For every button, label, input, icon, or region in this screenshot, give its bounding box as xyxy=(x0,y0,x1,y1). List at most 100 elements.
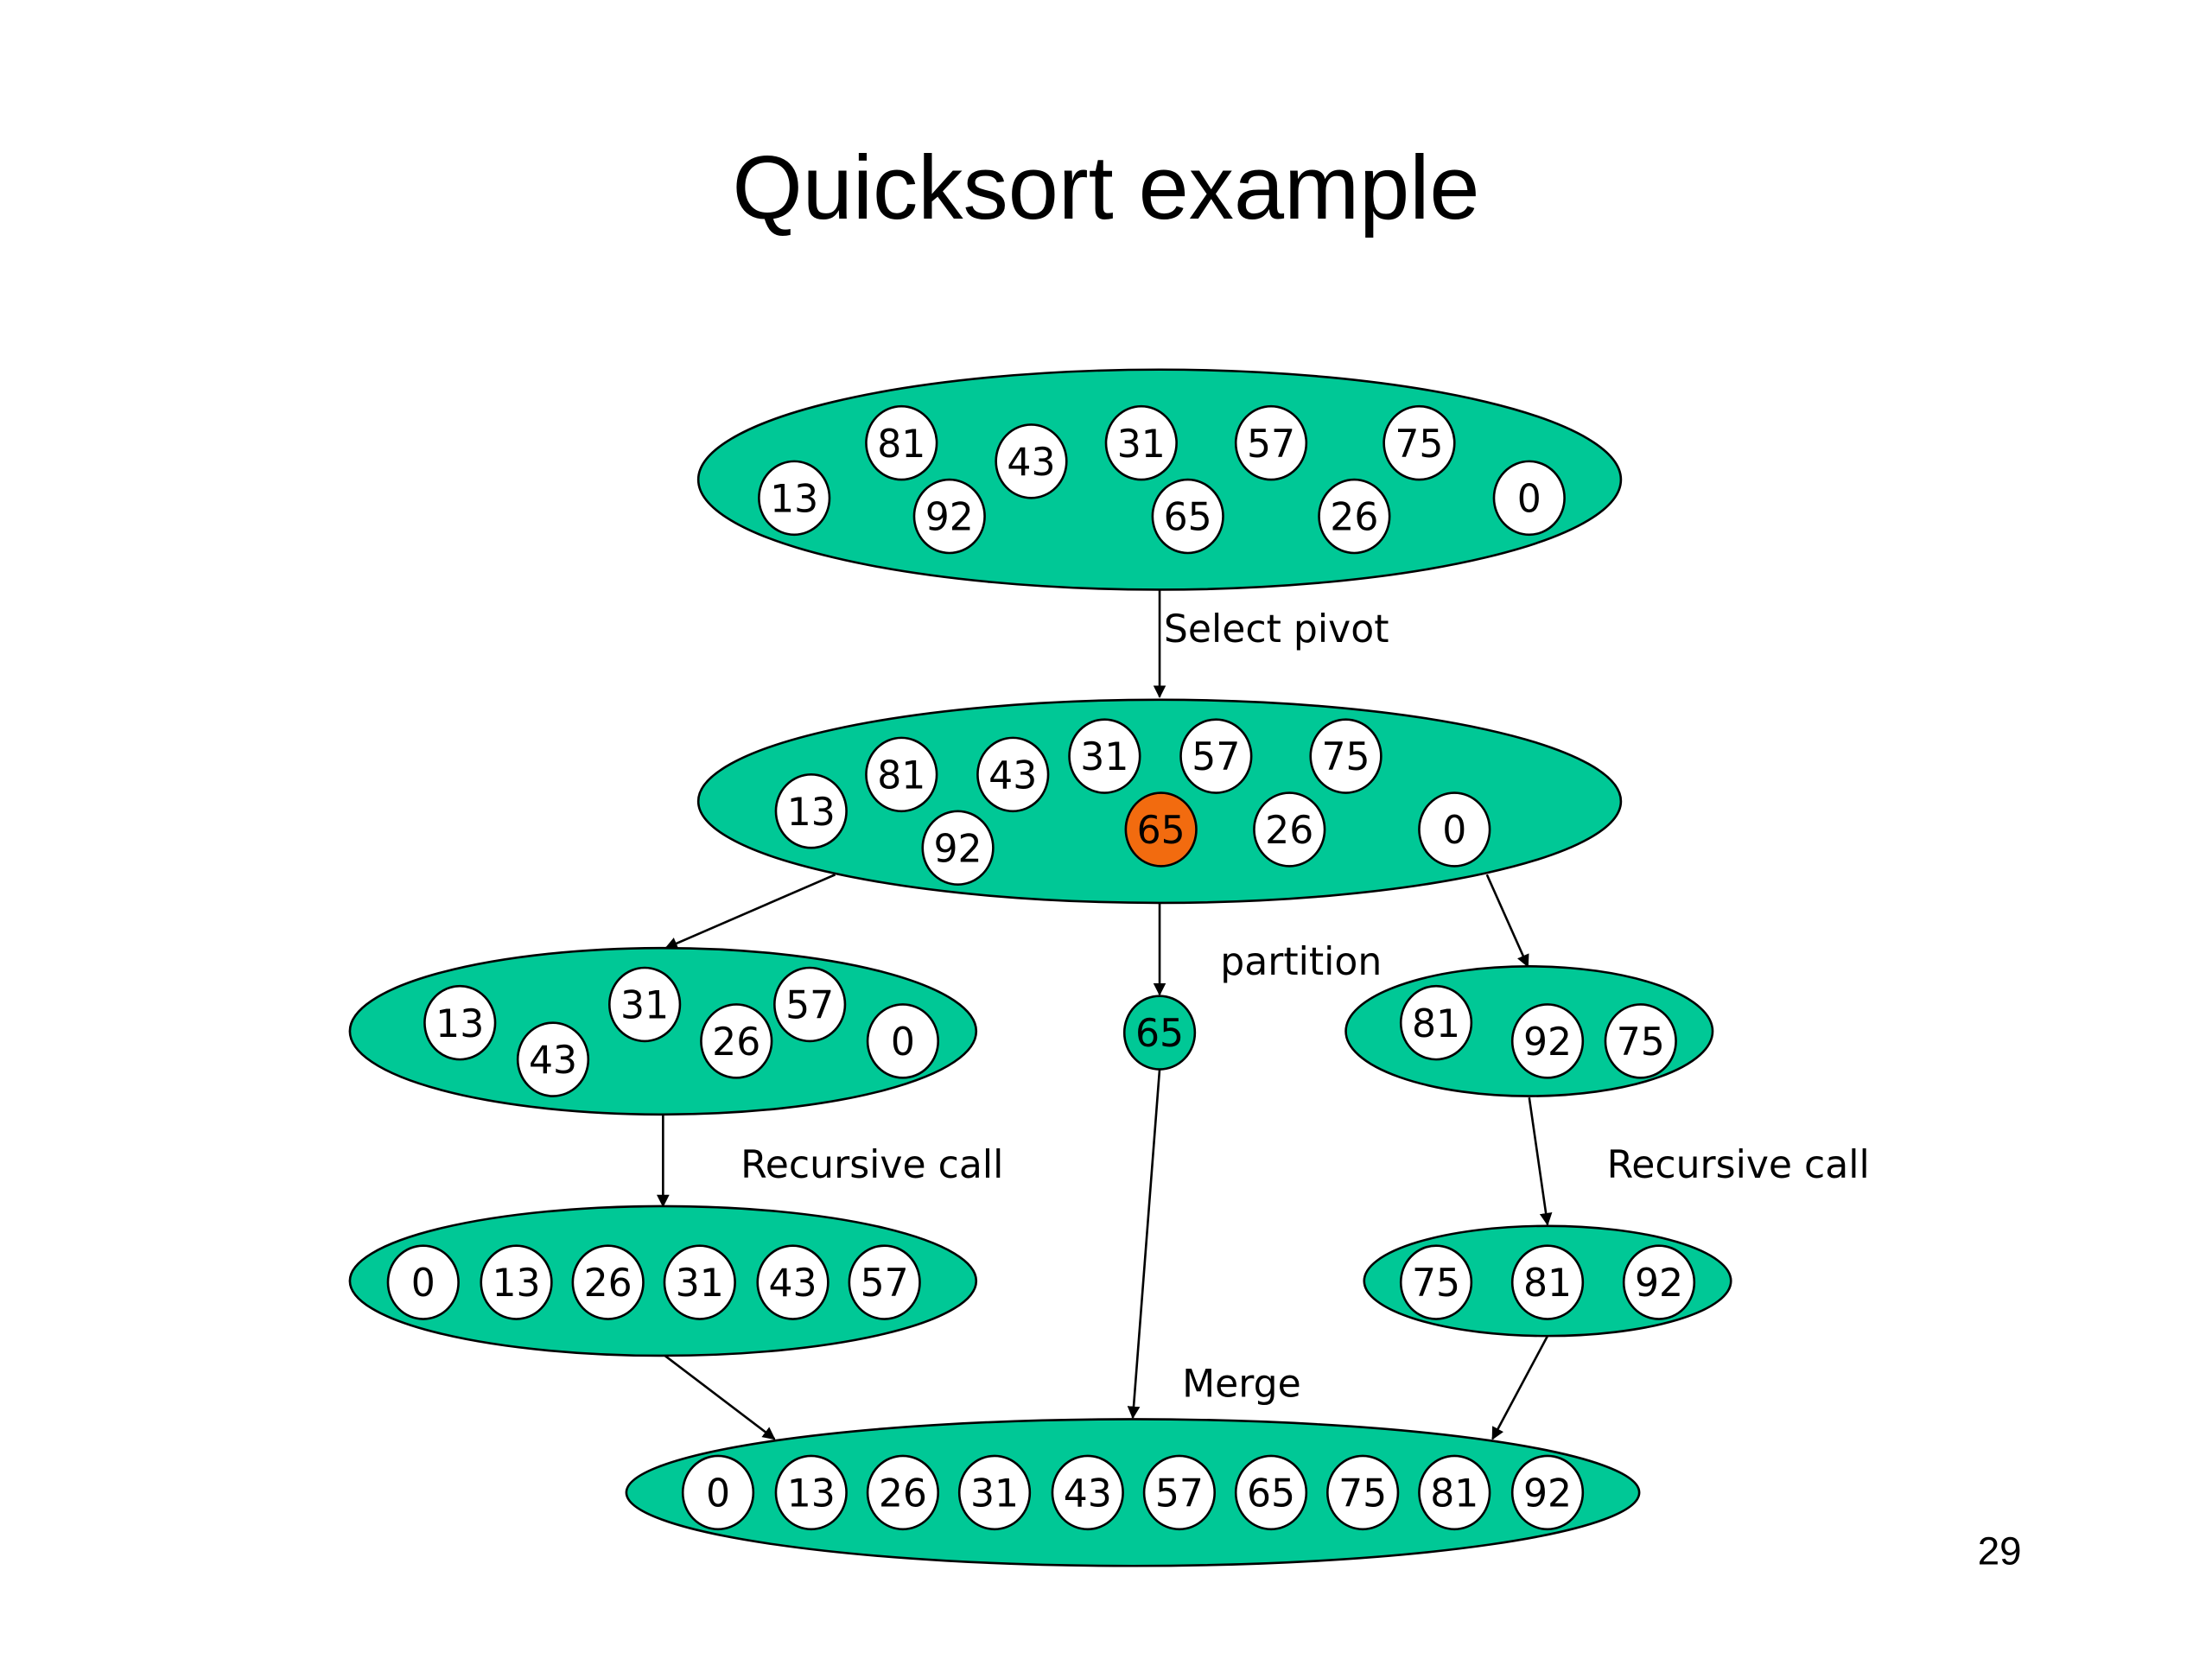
number-circle xyxy=(758,460,831,537)
label-select-pivot: Select pivot xyxy=(1164,607,1389,652)
node-pivot-partition: 65 xyxy=(1122,995,1197,1071)
number-label: 13 xyxy=(770,477,818,521)
number-circle xyxy=(1104,404,1178,481)
number-label: 92 xyxy=(1523,1471,1572,1516)
node-initial: 65 xyxy=(1151,478,1224,555)
number-circle xyxy=(866,1454,940,1531)
node-right-partition: 81 xyxy=(1399,984,1473,1061)
number-label: 0 xyxy=(1442,809,1466,853)
node-left-sorted: 26 xyxy=(571,1244,645,1320)
number-circle xyxy=(700,1003,773,1079)
number-circle xyxy=(1068,718,1141,794)
node-merged: 43 xyxy=(1051,1454,1124,1531)
number-label: 31 xyxy=(970,1471,1019,1516)
number-label: 81 xyxy=(1523,1262,1572,1306)
number-label: 65 xyxy=(1247,1471,1295,1516)
number-circle xyxy=(1492,460,1566,537)
number-circle xyxy=(1142,1454,1217,1531)
node-with-pivot: 43 xyxy=(976,736,1050,813)
node-left-partition: 43 xyxy=(516,1021,590,1097)
number-circle xyxy=(423,984,497,1061)
number-circle xyxy=(866,1003,940,1079)
number-circle xyxy=(865,404,938,481)
node-merged: 0 xyxy=(681,1454,755,1531)
node-with-pivot: 81 xyxy=(865,736,938,813)
node-merged: 26 xyxy=(866,1454,940,1531)
node-initial: 0 xyxy=(1492,460,1566,537)
number-circle xyxy=(1179,718,1253,794)
set-merged xyxy=(625,1418,1641,1567)
number-label: 31 xyxy=(1080,735,1128,779)
number-circle xyxy=(1234,404,1308,481)
number-label: 43 xyxy=(1064,1471,1112,1516)
number-circle xyxy=(386,1244,460,1320)
number-circle xyxy=(774,773,848,849)
node-left-sorted: 31 xyxy=(663,1244,736,1320)
number-circle xyxy=(1399,984,1473,1061)
label-partition: partition xyxy=(1220,940,1382,984)
number-circle xyxy=(1309,718,1382,794)
number-label: 31 xyxy=(1117,423,1166,467)
number-circle xyxy=(1510,1454,1585,1531)
number-label: 26 xyxy=(1265,809,1313,853)
number-label: 57 xyxy=(1155,1471,1204,1516)
number-circle xyxy=(1510,1244,1585,1320)
number-circle xyxy=(921,810,995,886)
number-circle xyxy=(995,423,1068,499)
number-label: 75 xyxy=(1617,1020,1665,1065)
edge-to-right-partition xyxy=(1485,874,1529,968)
node-left-partition: 0 xyxy=(866,1003,940,1079)
number-label: 81 xyxy=(877,753,925,798)
node-with-pivot: 92 xyxy=(921,810,995,886)
node-merged: 65 xyxy=(1234,1454,1308,1531)
number-label: 31 xyxy=(676,1262,724,1306)
node-merged: 92 xyxy=(1510,1454,1585,1531)
number-circle xyxy=(1318,478,1391,555)
edges xyxy=(657,589,1553,1440)
label-recursive-call-right: Recursive call xyxy=(1607,1143,1870,1187)
number-circle xyxy=(1151,478,1224,555)
number-circle xyxy=(663,1244,736,1320)
node-with-pivot: 31 xyxy=(1068,718,1141,794)
number-label: 65 xyxy=(1137,809,1185,853)
number-circle xyxy=(1418,1454,1491,1531)
node-initial: 26 xyxy=(1318,478,1391,555)
label-recursive-call-left: Recursive call xyxy=(741,1143,1003,1187)
node-initial: 31 xyxy=(1104,404,1178,481)
number-label: 13 xyxy=(493,1262,541,1306)
number-label: 0 xyxy=(891,1020,915,1065)
number-circle xyxy=(1399,1244,1473,1320)
number-circle xyxy=(681,1454,755,1531)
label-merge: Merge xyxy=(1182,1362,1301,1406)
number-label: 92 xyxy=(1635,1262,1683,1306)
number-circle xyxy=(957,1454,1032,1531)
number-label: 26 xyxy=(879,1471,927,1516)
number-label: 92 xyxy=(925,496,974,540)
page-number: 29 xyxy=(1978,1529,2022,1573)
number-label: 57 xyxy=(1247,423,1295,467)
number-label: 57 xyxy=(861,1262,909,1306)
node-right-sorted: 81 xyxy=(1510,1244,1585,1320)
number-circle xyxy=(848,1244,921,1320)
number-circle xyxy=(976,736,1050,813)
node-left-sorted: 0 xyxy=(386,1244,460,1320)
number-label: 26 xyxy=(584,1262,632,1306)
node-initial: 13 xyxy=(758,460,831,537)
number-circle xyxy=(1122,995,1197,1071)
number-label: 13 xyxy=(787,1471,836,1516)
number-label: 81 xyxy=(877,423,925,467)
node-left-partition: 13 xyxy=(423,984,497,1061)
number-circle xyxy=(1510,1003,1585,1079)
number-circle xyxy=(773,966,847,1043)
number-label: 57 xyxy=(785,984,834,1028)
node-left-sorted: 43 xyxy=(756,1244,830,1320)
node-initial: 57 xyxy=(1234,404,1308,481)
number-label: 92 xyxy=(934,827,982,871)
node-with-pivot: 13 xyxy=(774,773,848,849)
node-initial: 43 xyxy=(995,423,1068,499)
number-label: 0 xyxy=(706,1471,730,1516)
number-circle xyxy=(1382,404,1456,481)
node-merged: 13 xyxy=(774,1454,848,1531)
